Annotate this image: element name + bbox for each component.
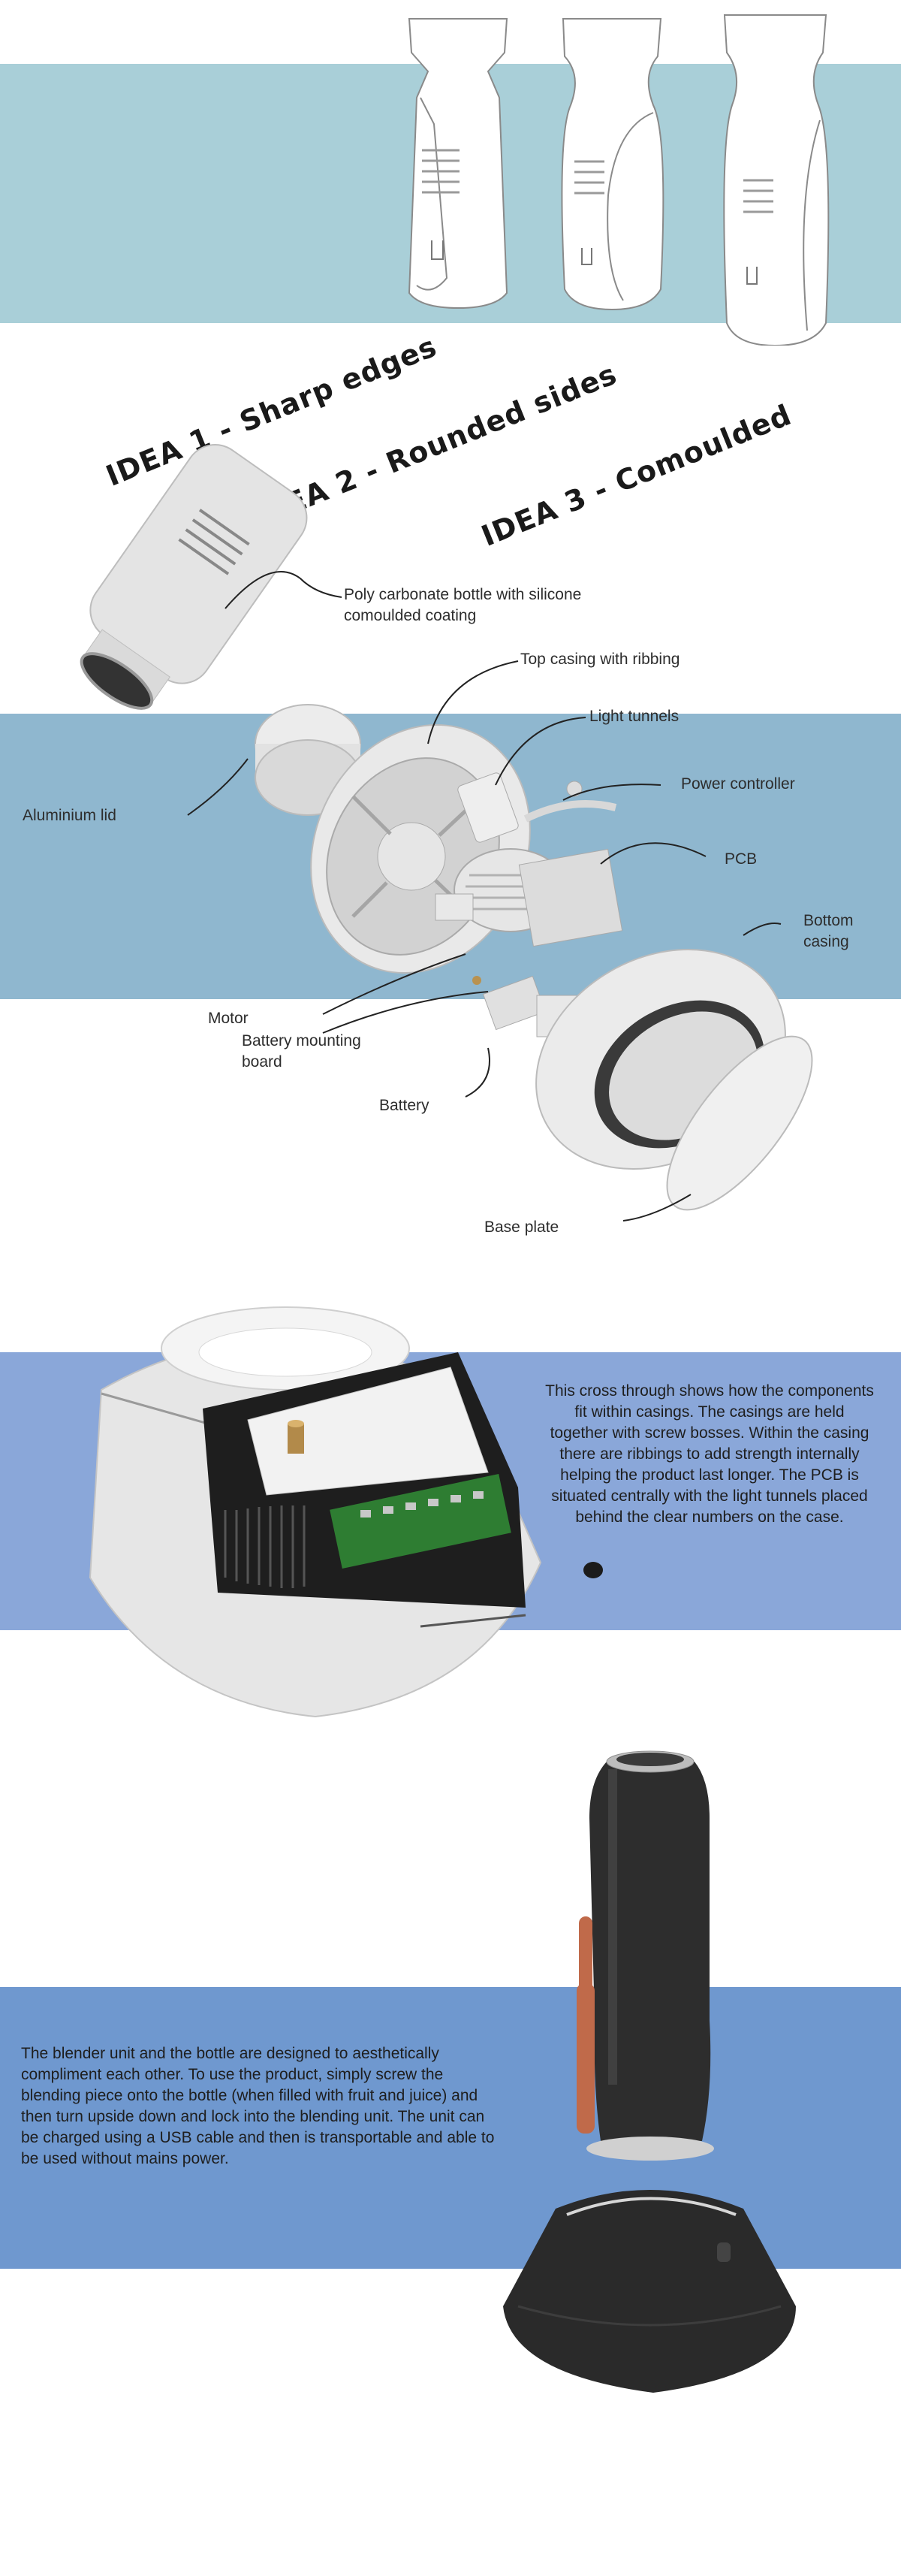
label-top-casing: Top casing with ribbing (520, 651, 680, 668)
bottle-sketch-rounded (561, 18, 664, 311)
assembled-blender (503, 1750, 796, 2393)
label-bottle: Poly carbonate bottle with silicone como… (344, 586, 582, 624)
label-light-tunnels: Light tunnels (589, 708, 680, 725)
label-pcb: PCB (725, 850, 758, 868)
concept-bottle-sketches (408, 14, 830, 346)
label-battery: Battery (379, 1097, 429, 1114)
usage-description: The blender unit and the bottle are desi… (21, 2045, 495, 2167)
exploded-bottle (80, 444, 308, 710)
exploded-view (80, 444, 813, 1222)
cross-section-description: This cross through shows how the compone… (545, 1382, 874, 1526)
exploded-light-tunnels (457, 772, 519, 843)
label-motor: Motor (208, 1010, 249, 1027)
label-aluminium-lid: Aluminium lid (23, 807, 116, 824)
background-band-royal-blue (0, 1987, 901, 2269)
leader-lines (187, 571, 782, 1222)
exploded-power-controller (523, 781, 617, 823)
label-base-plate: Base plate (484, 1219, 559, 1236)
label-bottom-casing: Bottom casing (803, 912, 854, 950)
label-power-controller: Power controller (681, 775, 795, 793)
exploded-pcb (518, 848, 623, 947)
bottle-sketch-sharp (408, 18, 508, 310)
cross-section-unit (89, 1306, 603, 1718)
cross-section-render (89, 1306, 603, 1718)
label-battery-mounting-board: Battery mounting board (242, 1032, 361, 1071)
bottle-sketch-comoulded (723, 14, 830, 346)
exploded-base-plate (666, 1035, 813, 1211)
